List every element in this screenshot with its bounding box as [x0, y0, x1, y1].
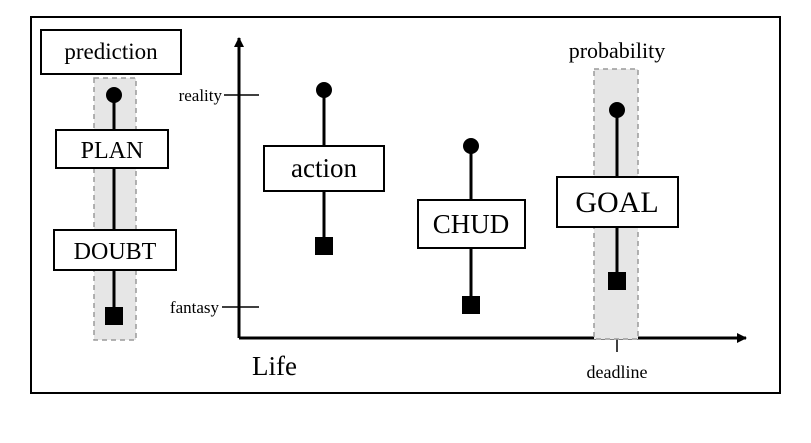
reality-label: reality — [179, 86, 223, 105]
doubt-label: DOUBT — [74, 239, 157, 265]
goal-reality-dot — [609, 102, 625, 118]
chud-label: CHUD — [433, 209, 510, 239]
action-fantasy-square — [315, 237, 333, 255]
action-label: action — [291, 153, 357, 183]
probability-label: probability — [569, 38, 666, 63]
plan-label: PLAN — [81, 138, 144, 164]
x-axis-label: Life — [252, 351, 297, 381]
action-reality-dot — [316, 82, 332, 98]
doubt-box — [53, 229, 177, 271]
chud-reality-dot — [463, 138, 479, 154]
goal-box — [556, 176, 679, 228]
chud-box — [417, 199, 526, 249]
fantasy-label: fantasy — [170, 298, 220, 317]
prediction-label: prediction — [64, 39, 158, 64]
goal-fantasy-square — [608, 272, 626, 290]
prediction-box — [40, 29, 182, 75]
chud-item: CHUD — [417, 138, 526, 314]
plan-box — [55, 129, 169, 169]
action-box — [263, 145, 385, 192]
action-item: action — [263, 82, 385, 255]
goal-label: GOAL — [575, 186, 658, 219]
left-fantasy-square — [105, 307, 123, 325]
chud-fantasy-square — [462, 296, 480, 314]
axes: reality fantasy deadline Life — [170, 37, 747, 382]
goal-item: probability GOAL — [556, 38, 679, 340]
left-reality-dot — [106, 87, 122, 103]
left-panel: prediction PLAN DOUBT — [40, 29, 182, 341]
deadline-label: deadline — [587, 362, 648, 382]
